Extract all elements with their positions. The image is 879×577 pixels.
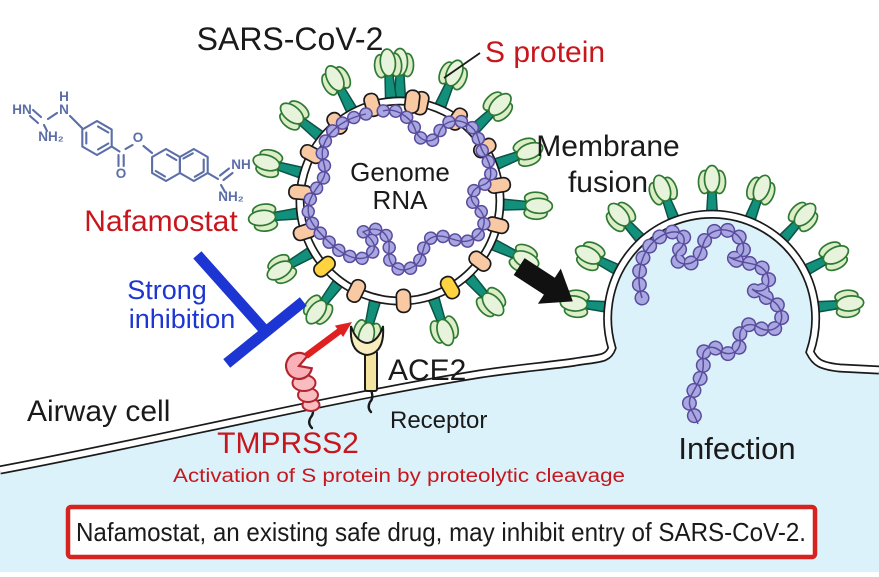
chem-label-h: H bbox=[59, 89, 69, 104]
s-protein-spike bbox=[248, 145, 307, 187]
airway-cell-label: Airway cell bbox=[27, 395, 170, 428]
ace2-binding-cup bbox=[349, 325, 385, 357]
tmprss2-label: TMPRSS2 bbox=[217, 427, 359, 460]
ace2-label: ACE2 bbox=[388, 354, 466, 387]
figure-title: SARS-CoV-2 bbox=[197, 21, 384, 57]
conclusion-text: Nafamostat, an existing safe drug, may i… bbox=[76, 517, 806, 547]
chem-label-nh2-guanidine: NH₂ bbox=[38, 129, 64, 144]
virus-particle: Genome RNA bbox=[246, 47, 554, 354]
cleavage-arrow bbox=[304, 322, 352, 359]
s-protein-label: S protein bbox=[485, 36, 605, 69]
membrane-fusion-line1: Membrane bbox=[536, 130, 679, 163]
strong-inhibition-line2: inhibition bbox=[129, 304, 236, 334]
chem-label-o-carbonyl: O bbox=[116, 166, 127, 181]
chem-label-nh: NH bbox=[231, 157, 251, 172]
released-genome-rna bbox=[631, 222, 790, 432]
activation-note: Activation of S protein by proteolytic c… bbox=[173, 466, 625, 487]
virus-genome-rna bbox=[301, 103, 498, 277]
chem-label-o-ester: O bbox=[133, 130, 144, 145]
nafamostat-label: Nafamostat bbox=[84, 205, 238, 238]
fused-s-protein-spike bbox=[697, 164, 727, 217]
chem-label-n: N bbox=[59, 102, 69, 117]
infection-label: Infection bbox=[678, 431, 795, 466]
strong-inhibition-line1: Strong bbox=[127, 275, 207, 305]
conclusion-box: Nafamostat, an existing safe drug, may i… bbox=[65, 504, 818, 560]
genome-rna-label-line1: Genome bbox=[350, 157, 450, 187]
tmprss2-head bbox=[284, 351, 314, 381]
genome-rna-label-line2: RNA bbox=[373, 185, 429, 215]
fusion-arrow bbox=[513, 258, 573, 304]
nafamostat-structure: HN NH₂ H N O O NH NH₂ bbox=[12, 89, 251, 204]
chem-label-nh2-amidine: NH₂ bbox=[218, 189, 244, 204]
s-protein-spike bbox=[246, 199, 302, 234]
cell-membrane bbox=[0, 209, 879, 475]
inhibition-tbar bbox=[193, 251, 307, 368]
ace2-receptor bbox=[349, 325, 385, 414]
membrane-protein bbox=[395, 288, 412, 314]
chem-label-hn: HN bbox=[12, 102, 32, 117]
ace2-stalk bbox=[364, 350, 378, 392]
membrane-fusion-line2: fusion bbox=[568, 166, 648, 199]
receptor-label: Receptor bbox=[390, 407, 487, 434]
cell-cytoplasm bbox=[0, 214, 879, 572]
conclusion-box-frame bbox=[65, 504, 818, 560]
tmprss2-protease bbox=[284, 351, 321, 430]
s-protein-pointer-line bbox=[443, 52, 481, 79]
s-protein-spike bbox=[500, 190, 554, 221]
